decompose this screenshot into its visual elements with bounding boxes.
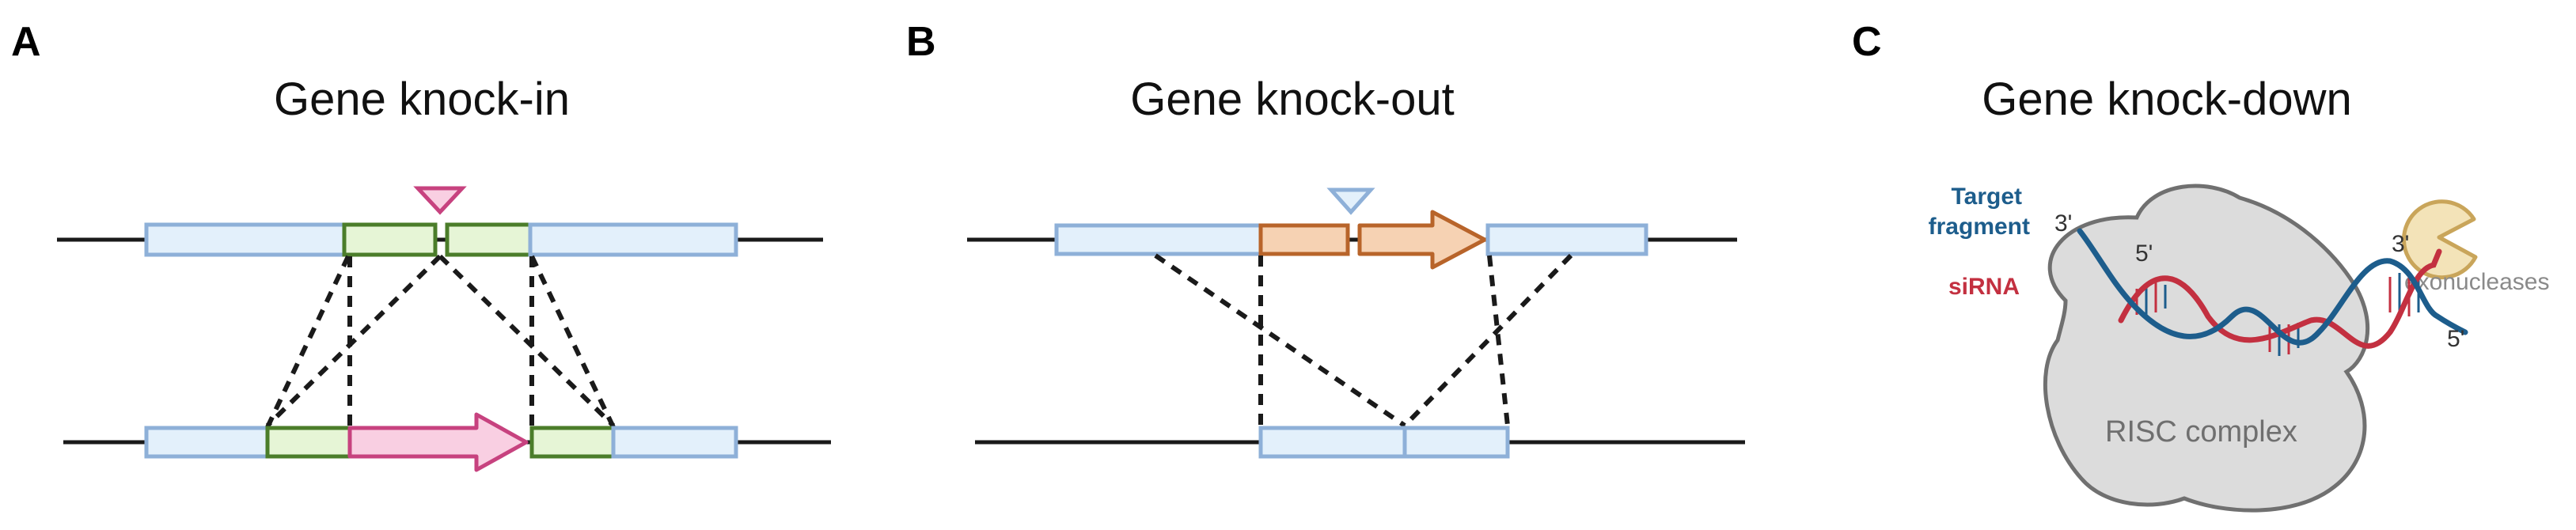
cut-site-marker-b bbox=[1326, 187, 1375, 215]
exon-right-b-edited bbox=[1402, 426, 1510, 459]
mapping-lines-a bbox=[265, 254, 616, 429]
target-gene-arrow bbox=[1357, 210, 1487, 270]
panel-a: A Gene knock-in bbox=[11, 19, 831, 472]
target-strand bbox=[2077, 228, 2468, 346]
homology-arm-left-edited bbox=[265, 426, 352, 459]
homology-arm-left bbox=[342, 222, 438, 257]
exon-right bbox=[528, 222, 738, 257]
panel-c-letter: C bbox=[1852, 19, 1882, 65]
target-label-line2: fragment bbox=[1929, 214, 2030, 240]
exon-right-b bbox=[1485, 223, 1648, 256]
homology-arm-right-edited bbox=[529, 426, 616, 459]
exon-right-edited bbox=[611, 426, 738, 459]
panel-a-letter: A bbox=[11, 19, 41, 65]
panel-a-title: Gene knock-in bbox=[274, 74, 570, 125]
exonuclease-icon bbox=[2402, 199, 2478, 280]
prime-5-top: 5' bbox=[2135, 240, 2153, 267]
risc-label: RISC complex bbox=[2105, 415, 2297, 449]
inserted-gene-arrow bbox=[347, 412, 529, 472]
sirna-strand bbox=[2118, 248, 2442, 349]
mapping-lines-b bbox=[1154, 253, 1573, 428]
panel-b-title: Gene knock-out bbox=[1130, 74, 1454, 125]
prime-5-right: 5' bbox=[2447, 326, 2464, 352]
exon-left-b-edited bbox=[1258, 426, 1407, 459]
panel-c: C Gene knock-down RISC complex exonuclea… bbox=[1852, 19, 2549, 513]
exon-left-edited bbox=[144, 426, 270, 459]
target-label-line1: Target bbox=[1952, 184, 2022, 210]
exonucleases-label: exonucleases bbox=[2404, 269, 2549, 295]
exon-left bbox=[144, 222, 347, 257]
homology-arm-right bbox=[445, 222, 533, 257]
panel-b-letter: B bbox=[906, 19, 936, 65]
risc-complex-shape bbox=[2043, 184, 2370, 513]
panel-c-title: Gene knock-down bbox=[1982, 74, 2351, 125]
prime-3-right: 3' bbox=[2392, 231, 2409, 257]
cut-site-marker bbox=[413, 186, 467, 215]
sirna-label: siRNA bbox=[1948, 274, 2020, 300]
target-gene-part1 bbox=[1258, 223, 1350, 256]
panel-b: B Gene knock-out bbox=[906, 19, 1745, 459]
prime-3-left: 3' bbox=[2054, 210, 2072, 237]
exon-left-b bbox=[1054, 223, 1263, 256]
